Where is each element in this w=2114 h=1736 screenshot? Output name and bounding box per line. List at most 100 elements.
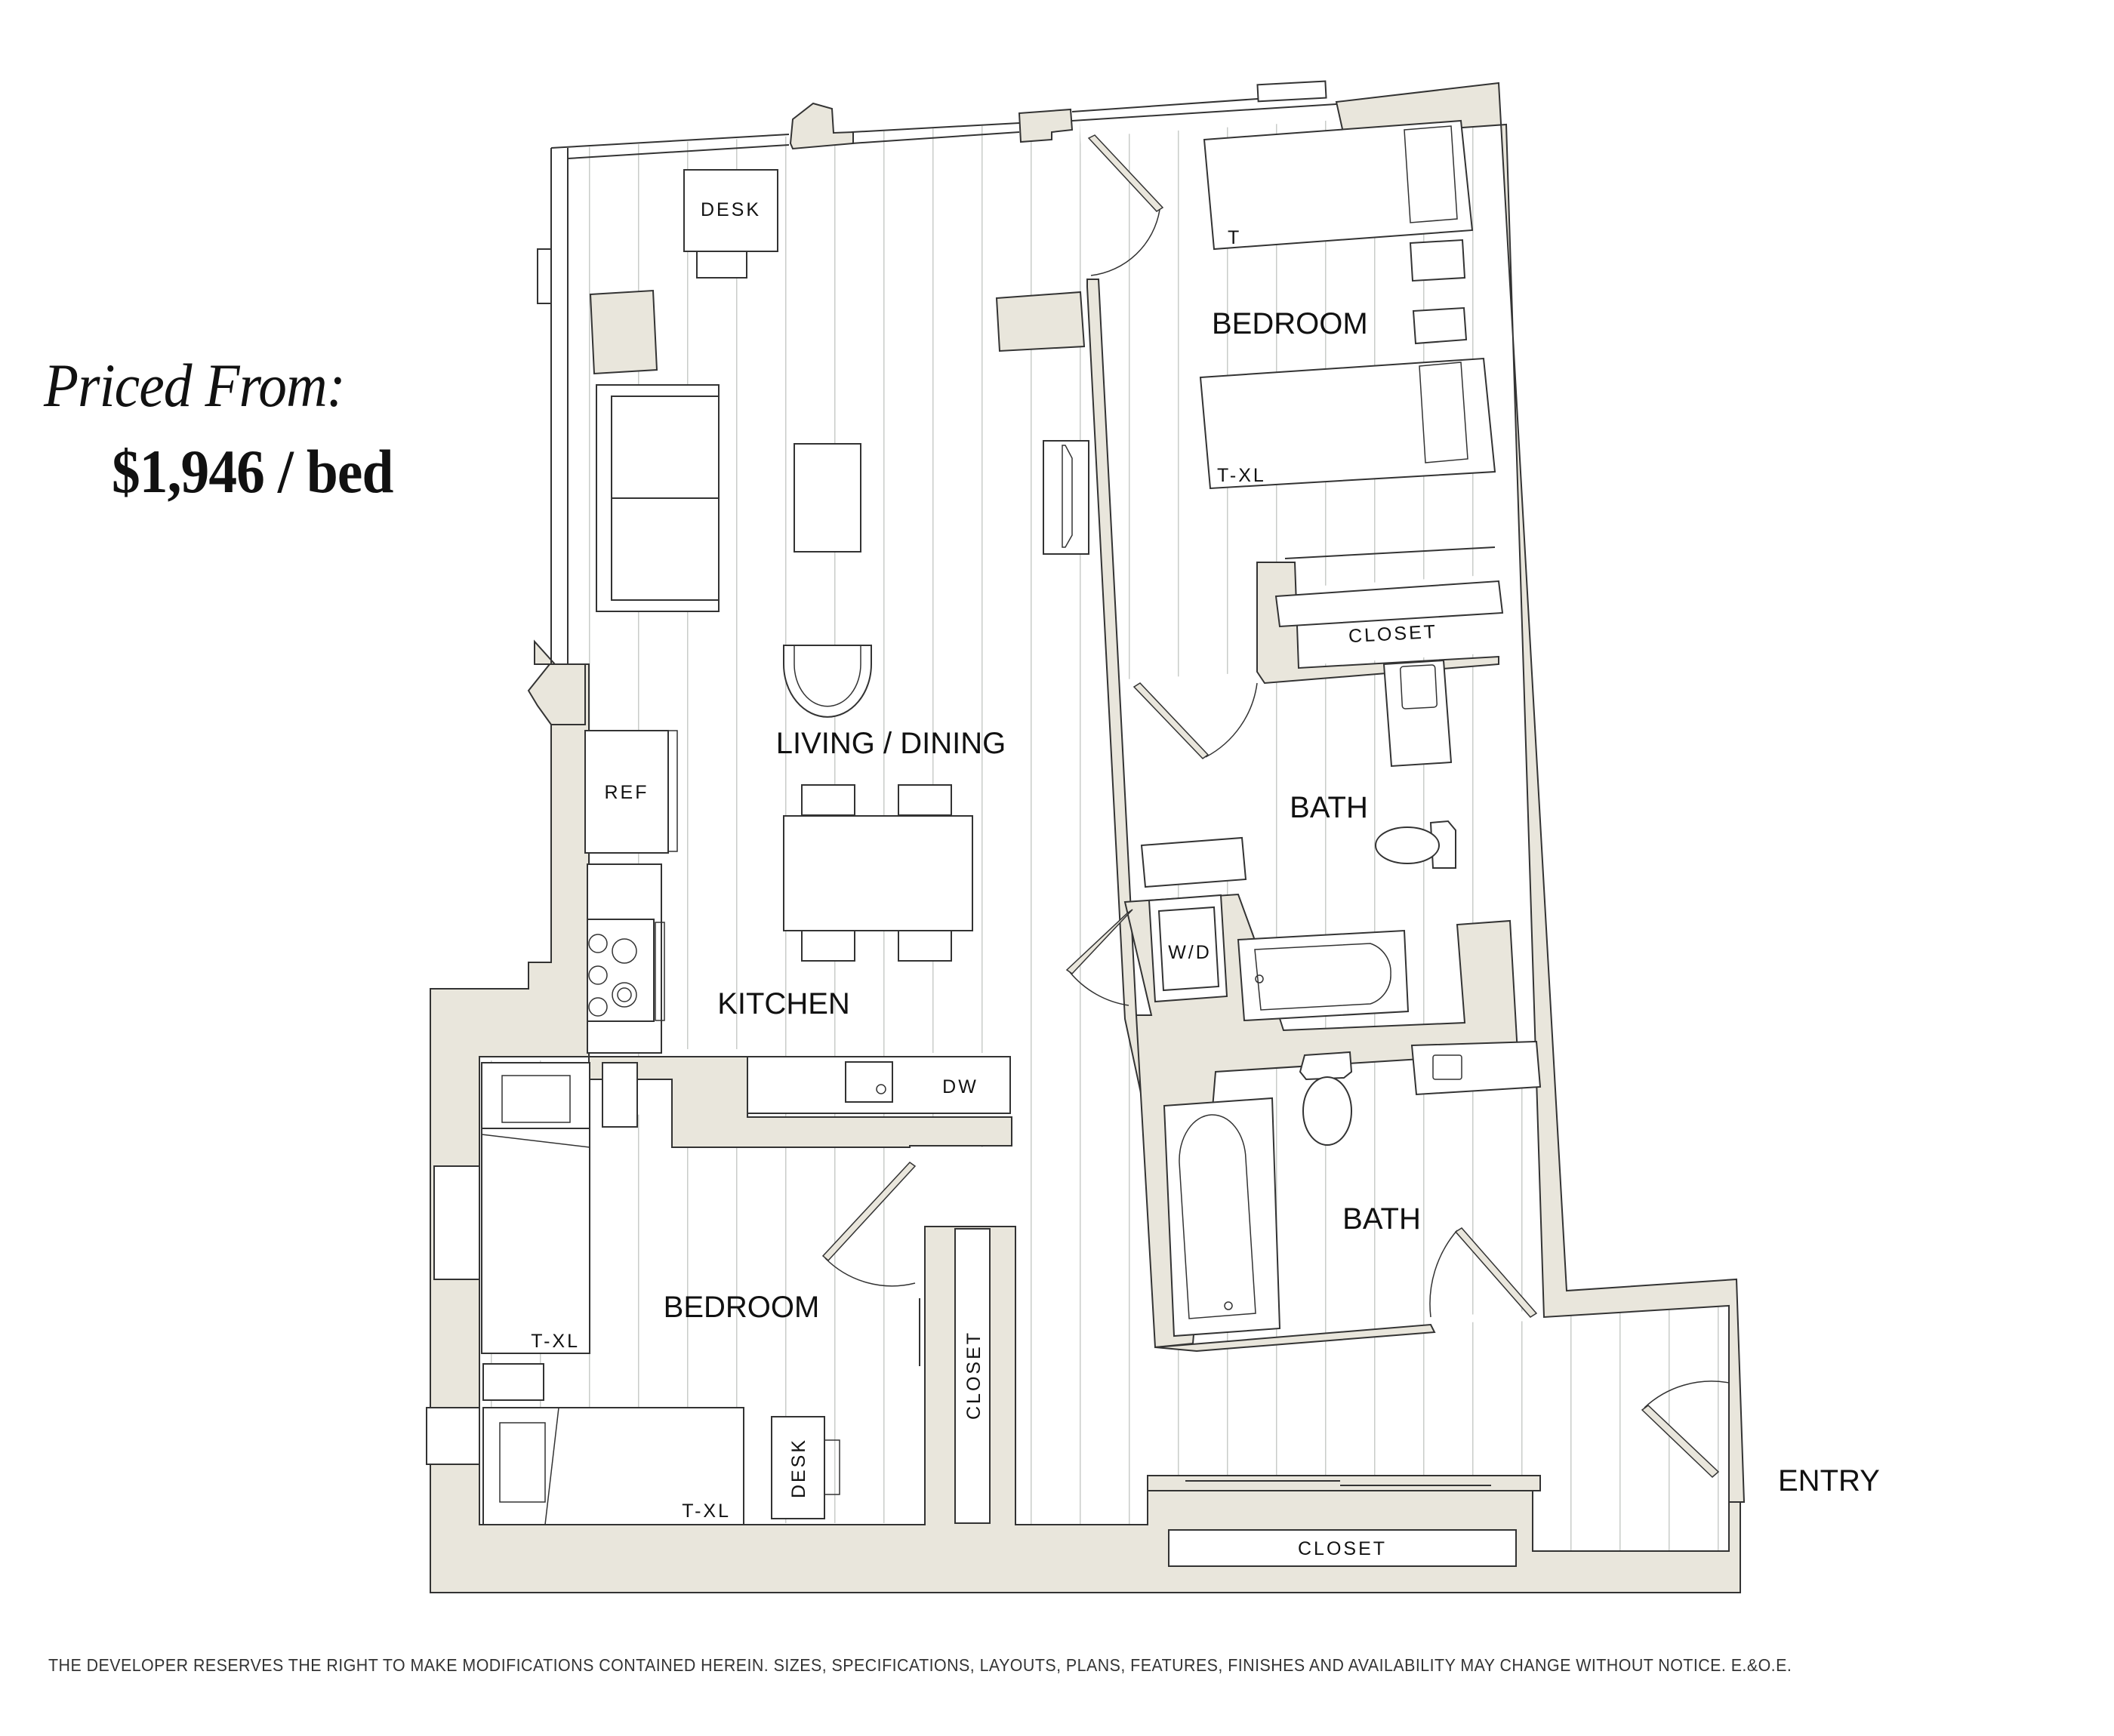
bed-txl-1-label: T-XL bbox=[1217, 465, 1266, 486]
left-wall-bump bbox=[527, 663, 586, 725]
bed-txl-1-pillow bbox=[1419, 362, 1468, 463]
linen-shelf bbox=[1140, 836, 1247, 888]
top-window-line-2 bbox=[567, 144, 790, 159]
door-bath-1[interactable] bbox=[1132, 682, 1210, 759]
bed-t bbox=[1203, 119, 1474, 251]
room-label-entry: ENTRY bbox=[1778, 1464, 1880, 1497]
armchair-living-1 bbox=[589, 289, 658, 375]
door-washer-dryer[interactable] bbox=[1065, 909, 1133, 974]
bathtub-2 bbox=[1163, 1097, 1281, 1337]
dining-table bbox=[783, 815, 973, 931]
closet-2-shelf bbox=[954, 1228, 991, 1524]
closet-2-label: CLOSET bbox=[963, 1331, 985, 1420]
washer-dryer bbox=[1157, 906, 1220, 992]
desk-living-label: DESK bbox=[701, 199, 761, 220]
closet-1-door-track bbox=[1284, 546, 1496, 559]
walls bbox=[430, 82, 1746, 1593]
burner-5 bbox=[612, 982, 637, 1008]
floor-entry bbox=[1148, 1306, 1736, 1551]
bathtub-2-basin bbox=[1179, 1114, 1256, 1319]
desk-bedroom-2-label: DESK bbox=[788, 1438, 809, 1498]
sink-1 bbox=[1400, 664, 1438, 709]
doors[interactable] bbox=[821, 134, 1730, 1479]
price-value: $1,946 / bed bbox=[112, 437, 393, 506]
burner-1 bbox=[588, 934, 608, 953]
top-wall-column-1 bbox=[789, 102, 854, 150]
burner-5-inner bbox=[617, 987, 632, 1002]
bath-2-lower-wall bbox=[1154, 1323, 1436, 1353]
tv-console bbox=[1043, 440, 1089, 555]
vanity-2 bbox=[1410, 1040, 1542, 1096]
burner-2 bbox=[588, 965, 608, 985]
bed-txl-2a-pillow bbox=[501, 1075, 571, 1123]
bathtub-2-drain bbox=[1224, 1301, 1233, 1310]
toilet-tank-1 bbox=[1429, 820, 1456, 869]
room-label-bath-1: BATH bbox=[1290, 791, 1368, 824]
bed-t-pillow bbox=[1404, 125, 1458, 223]
nightstand-3 bbox=[602, 1062, 638, 1128]
tv bbox=[1062, 445, 1073, 548]
armchair-living-2 bbox=[995, 291, 1086, 352]
bathtub-1-drain bbox=[1255, 974, 1264, 983]
top-window-line-1 bbox=[550, 134, 790, 149]
bed-txl-2b bbox=[482, 1407, 744, 1525]
dining-chair-3 bbox=[801, 930, 855, 962]
room-label-kitchen: KITCHEN bbox=[717, 987, 850, 1020]
bedroom-2-window-2 bbox=[426, 1407, 480, 1465]
door-bath-2[interactable] bbox=[1454, 1227, 1538, 1318]
door-bedroom-2-swing bbox=[824, 1257, 916, 1287]
washer-dryer-label: W/D bbox=[1168, 942, 1212, 963]
top-window-line-4 bbox=[851, 131, 1020, 144]
bedroom-1: T T-XL BEDROOM CLOSET bbox=[1199, 119, 1504, 647]
bath-1: BATH W/D bbox=[1140, 659, 1456, 1022]
desk-chair-bedroom-2 bbox=[824, 1439, 840, 1495]
entry-closet-label: CLOSET bbox=[1298, 1538, 1387, 1559]
desk-chair-living bbox=[696, 251, 747, 279]
outer-wall-left-bottom bbox=[430, 639, 1741, 1593]
bath-2: BATH bbox=[1163, 1040, 1542, 1337]
burner-3 bbox=[588, 997, 608, 1017]
disclaimer: THE DEVELOPER RESERVES THE RIGHT TO MAKE… bbox=[48, 1655, 1792, 1675]
nightstand-2 bbox=[1412, 306, 1468, 345]
door-bath-1-swing bbox=[1205, 682, 1258, 758]
room-label-bedroom-1: BEDROOM bbox=[1212, 307, 1368, 340]
left-window-sill bbox=[537, 248, 552, 304]
door-entry-swing bbox=[1644, 1380, 1730, 1408]
dining-chair-2 bbox=[898, 784, 952, 816]
accent-chair bbox=[783, 645, 872, 718]
door-bedroom-1[interactable] bbox=[1087, 134, 1164, 212]
kitchen-sink bbox=[845, 1061, 893, 1103]
door-washer-dryer-swing bbox=[1069, 971, 1129, 1006]
living-furniture: DESK LIVING / DINING bbox=[589, 169, 1089, 962]
burner-4 bbox=[612, 938, 637, 964]
dining-chair-1 bbox=[801, 784, 855, 816]
dining-chair-4 bbox=[898, 930, 952, 962]
bed-txl-2b-blanket bbox=[544, 1407, 559, 1525]
top-window-sill bbox=[1256, 80, 1327, 103]
bed-txl-2b-pillow bbox=[499, 1422, 546, 1503]
entry-closet-shelf bbox=[1168, 1529, 1517, 1567]
closet-bath-wall bbox=[1256, 562, 1499, 685]
bed-txl-2b-label: T-XL bbox=[682, 1501, 731, 1522]
price-label: Priced From: bbox=[44, 351, 346, 420]
top-window-line-3 bbox=[851, 122, 1020, 133]
window-lines bbox=[426, 80, 1337, 1465]
bed-t-label: T bbox=[1228, 227, 1241, 248]
door-bath-2-swing bbox=[1429, 1230, 1458, 1318]
price-block: Priced From: $1,946 / bed bbox=[44, 355, 418, 503]
bathtub-1 bbox=[1237, 929, 1410, 1022]
toilet-bowl-2 bbox=[1302, 1076, 1352, 1146]
door-entry[interactable] bbox=[1641, 1405, 1720, 1479]
bed-txl-2a-blanket bbox=[481, 1134, 590, 1148]
closet-1-label: CLOSET bbox=[1348, 621, 1438, 647]
bedroom-2: T-XL T-XL DESK BEDROOM CLOSET bbox=[481, 1062, 991, 1525]
room-label-bedroom-2: BEDROOM bbox=[664, 1291, 820, 1324]
entry-closet-wall bbox=[1147, 1475, 1541, 1491]
sink-2 bbox=[1432, 1054, 1462, 1080]
door-bedroom-1-swing bbox=[1090, 209, 1160, 276]
top-window-line-6 bbox=[1071, 103, 1337, 122]
range bbox=[587, 919, 655, 1022]
closet-1-shelf bbox=[1274, 580, 1504, 628]
vanity-1 bbox=[1382, 659, 1453, 768]
room-label-living-dining: LIVING / DINING bbox=[776, 727, 1006, 760]
